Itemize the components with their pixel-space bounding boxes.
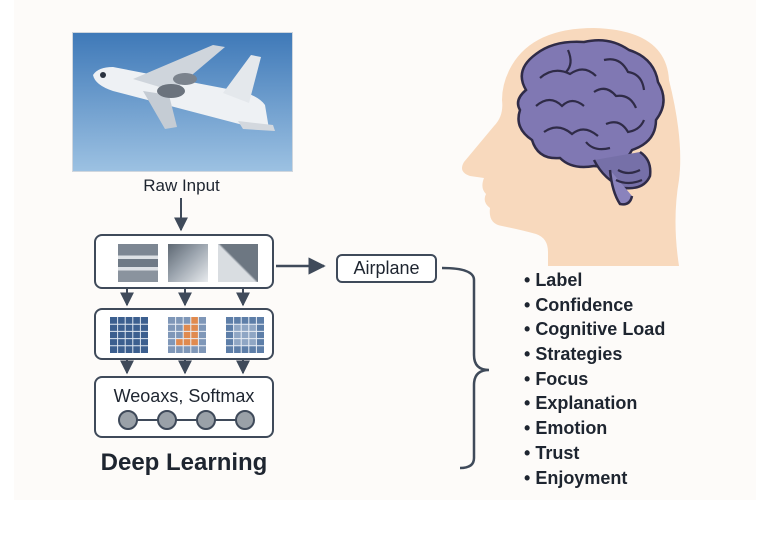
cerebellum (592, 150, 652, 190)
human-head-brain-illustration (462, 28, 681, 266)
output-node-2 (157, 410, 177, 430)
attribute-trust: Trust (524, 441, 724, 466)
attribute-label: Label (524, 268, 724, 293)
attribute-strategies: Strategies (524, 342, 724, 367)
activation-grid-1 (110, 317, 148, 353)
attribute-bracket (441, 266, 490, 470)
attribute-cognitive-load: Cognitive Load (524, 317, 724, 342)
activation-grid-3 (226, 317, 264, 353)
airplane-photo (72, 32, 293, 172)
connector-lines (120, 198, 490, 470)
attribute-confidence: Confidence (524, 293, 724, 318)
feature-tile-horizontal (118, 244, 158, 282)
activation-grid-2 (168, 317, 206, 353)
attribute-enjoyment: Enjoyment (524, 466, 724, 491)
activation-grids-box (94, 308, 274, 360)
attribute-emotion: Emotion (524, 416, 724, 441)
output-node-1 (118, 410, 138, 430)
attribute-explanation: Explanation (524, 391, 724, 416)
diagram-canvas: Raw Input (14, 0, 756, 500)
feature-tile-gradient (168, 244, 208, 282)
deep-learning-title: Deep Learning (100, 449, 268, 476)
human-attribute-list: Label Confidence Cognitive Load Strategi… (524, 268, 724, 490)
raw-input-label: Raw Input (143, 176, 220, 195)
prediction-box: Airplane (336, 254, 437, 283)
output-layer-label: Weoaxs, Softmax (113, 386, 255, 406)
output-nodes (118, 410, 255, 430)
brain-folds (535, 49, 646, 185)
attribute-focus: Focus (524, 367, 724, 392)
feature-maps-box (94, 234, 274, 289)
output-node-3 (196, 410, 216, 430)
output-layer-box: Weoaxs, Softmax (94, 376, 274, 438)
brain-stem (608, 169, 634, 206)
output-node-4 (235, 410, 255, 430)
feature-tile-diagonal (218, 244, 258, 282)
